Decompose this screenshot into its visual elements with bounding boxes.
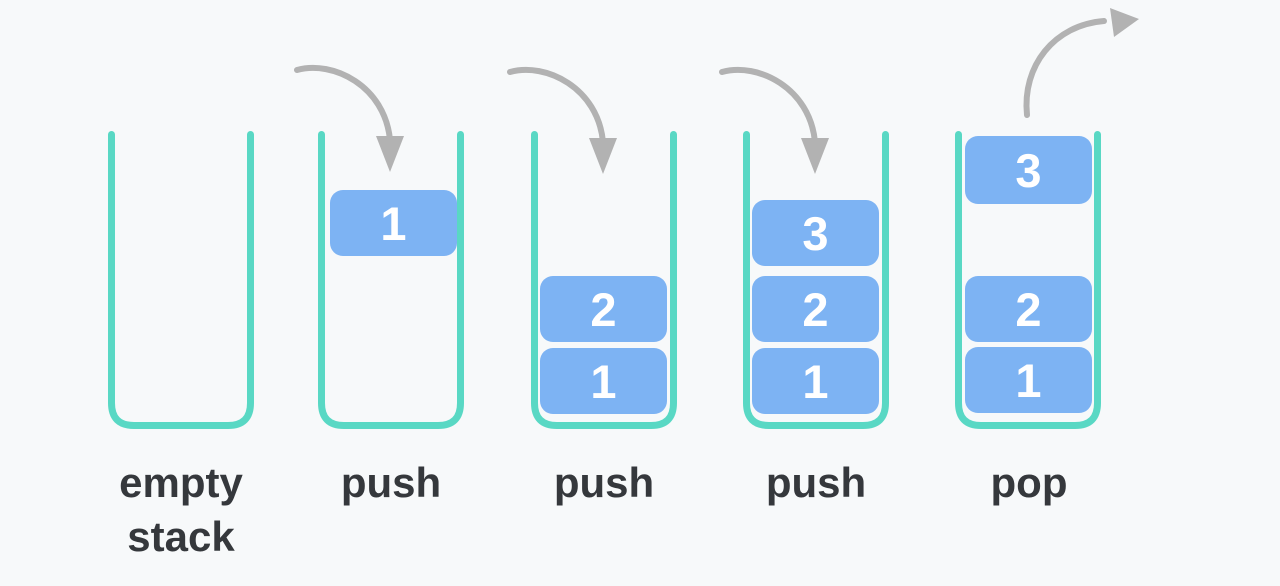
stack-item: 2 (752, 276, 879, 342)
stage-label-push-2: push (553, 459, 655, 506)
push-arrow-icon (294, 64, 404, 172)
stack-container-push-1 (318, 131, 464, 429)
stack-item: 2 (540, 276, 667, 342)
stack-container-pop (955, 131, 1101, 429)
stack-item: 1 (540, 348, 667, 414)
stack-container-push-2 (531, 131, 677, 429)
stack-item: 1 (965, 347, 1092, 413)
stack-item: 2 (965, 276, 1092, 342)
stage-label-push-3: push (765, 459, 867, 506)
push-arrow-icon (507, 66, 617, 174)
stack-container-empty (108, 131, 254, 429)
stack-item-popping: 3 (965, 136, 1092, 204)
stack-item: 1 (330, 190, 457, 256)
stage-label-pop: pop (990, 459, 1068, 506)
stage-label-push-1: push (340, 459, 442, 506)
stack-item: 3 (752, 200, 879, 266)
stack-item: 1 (752, 348, 879, 414)
stack-container-push-3 (743, 131, 889, 429)
pop-arrow-icon (1023, 8, 1139, 118)
stage-label-empty-stack: empty stack (119, 459, 243, 560)
push-arrow-icon (719, 66, 829, 174)
